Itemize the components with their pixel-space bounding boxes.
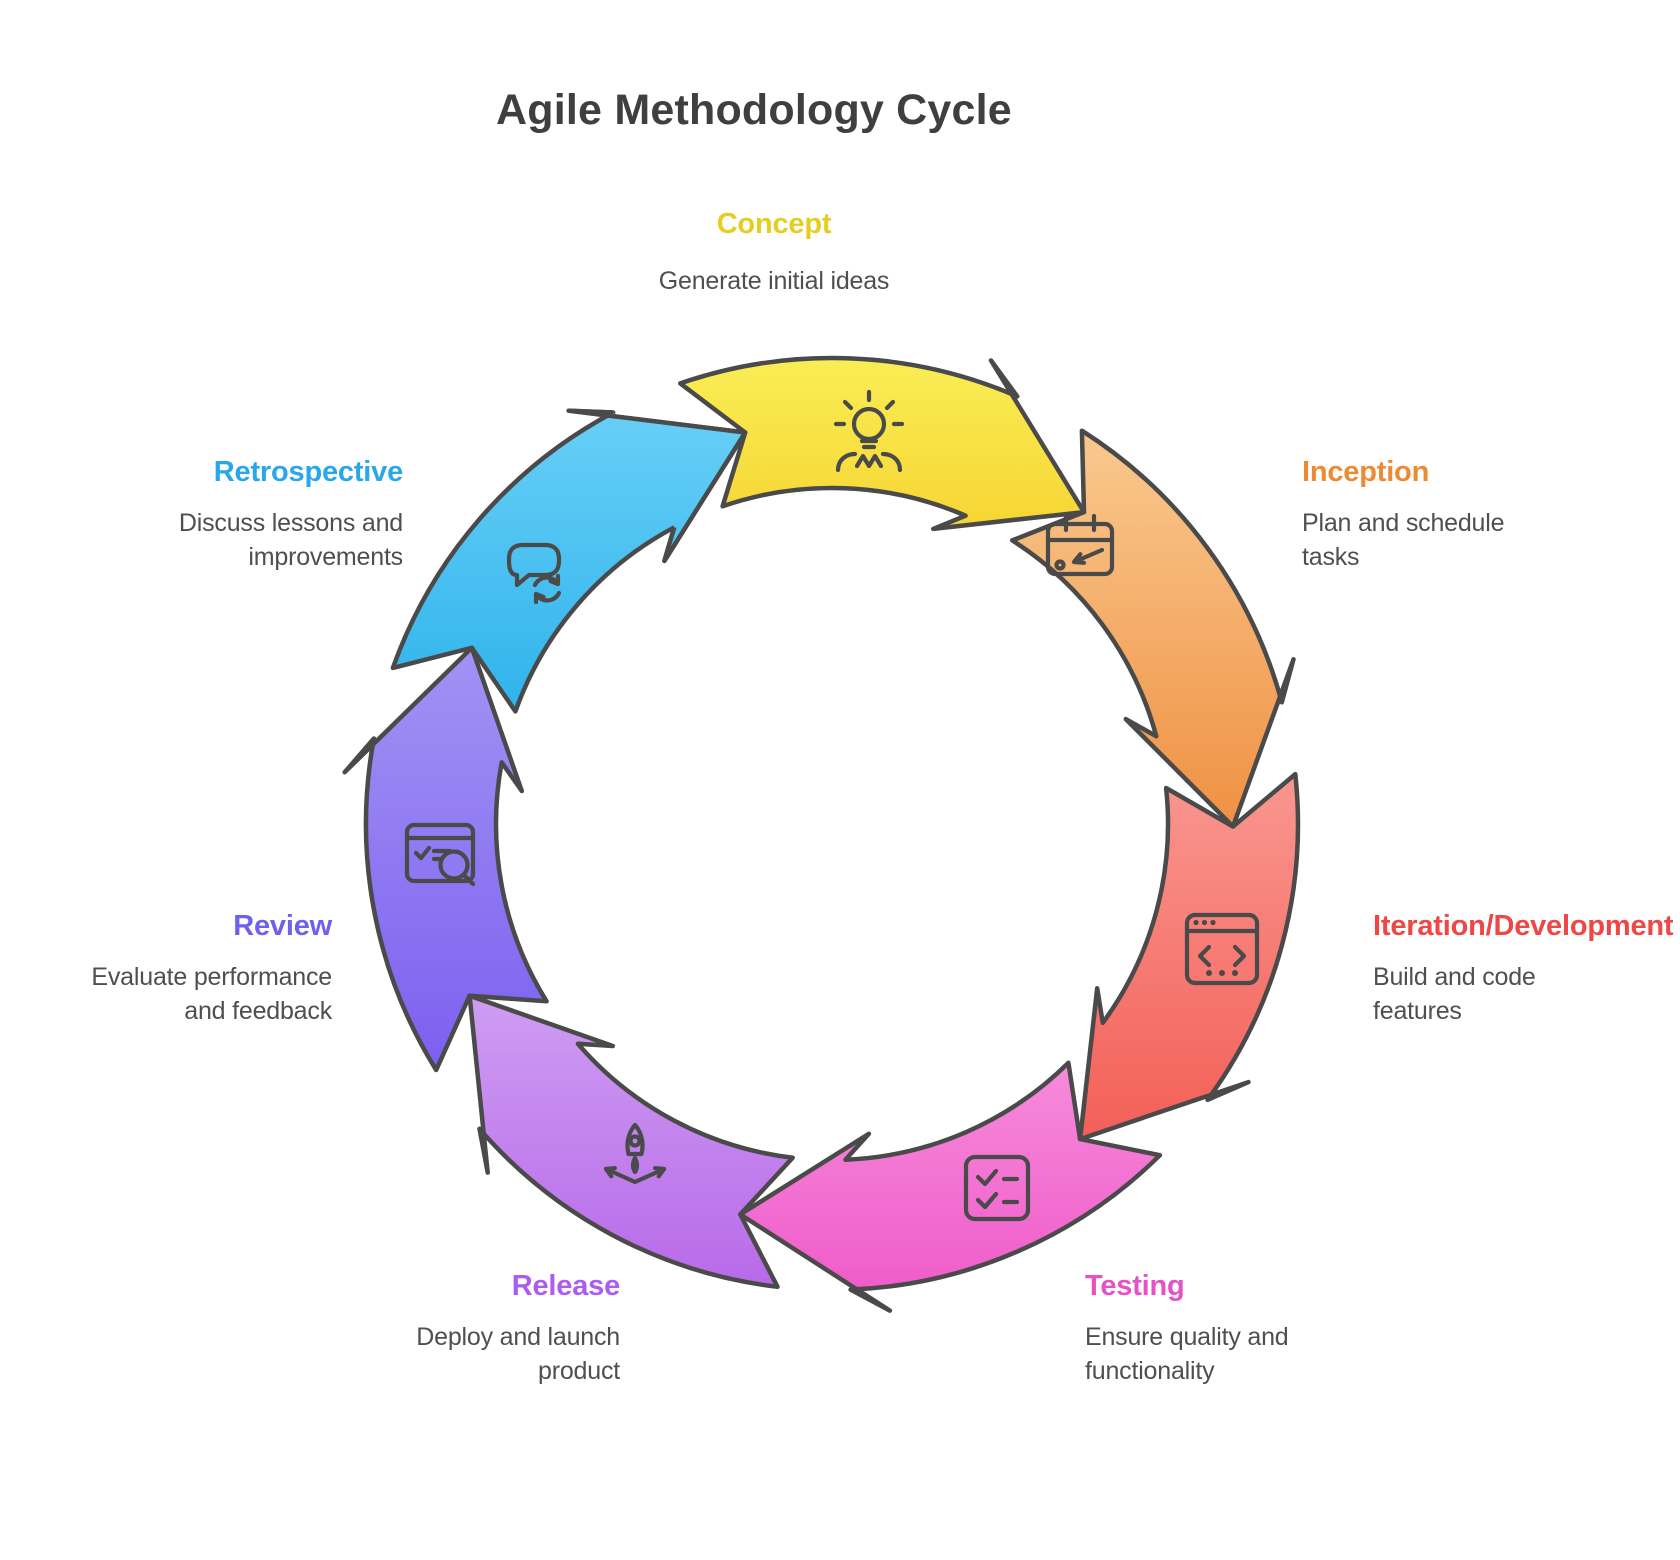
retrospective-arrowhead-overlay	[568, 410, 746, 561]
stage-label: Release	[511, 1270, 620, 1302]
stage-block-iteration-development: Iteration/Development Build and code fea…	[1373, 910, 1680, 1028]
stage-label: Iteration/Development	[1373, 910, 1674, 942]
stage-block-testing: Testing Ensure quality and functionality	[1085, 1270, 1395, 1388]
description-line: Evaluate performance	[91, 963, 332, 991]
stage-description: Deploy and launch product	[310, 1321, 620, 1388]
checklist-icon	[963, 1154, 1031, 1222]
description-line: product	[538, 1356, 620, 1385]
stage-block-inception: Inception Plan and schedule tasks	[1302, 456, 1632, 574]
rocket-launch-icon	[603, 1122, 667, 1185]
stage-label: Inception	[1302, 456, 1430, 488]
stage-block-release: Release Deploy and launch product	[310, 1270, 620, 1388]
description-line: features	[1373, 996, 1462, 1025]
stage-label: Concept	[716, 208, 832, 240]
stage-label: Testing	[1085, 1270, 1185, 1302]
stage-arrow-concept	[678, 355, 1087, 532]
description-line: Generate initial ideas	[658, 267, 890, 295]
diagram-title: Agile Methodology Cycle	[496, 86, 1012, 134]
stage-block-retrospective: Retrospective Discuss lessons and improv…	[73, 456, 403, 574]
retrospective-arrowhead-outline	[566, 408, 748, 564]
code-window-icon	[1184, 912, 1260, 986]
stage-arrow-inception	[1009, 428, 1296, 829]
description-line: Discuss lessons and	[178, 509, 403, 537]
stage-description: Discuss lessons and improvements	[73, 507, 403, 574]
description-line: Deploy and launch	[416, 1323, 620, 1351]
description-line: tasks	[1302, 542, 1360, 571]
idea-lightbulb-icon	[833, 389, 905, 473]
calendar-schedule-icon	[1045, 513, 1115, 577]
description-line: improvements	[248, 542, 403, 571]
description-line: Ensure quality and	[1085, 1323, 1289, 1351]
description-line: and feedback	[184, 996, 332, 1025]
stage-description: Evaluate performance and feedback	[22, 961, 332, 1028]
chat-refresh-icon	[506, 542, 562, 605]
stage-description: Generate initial ideas	[574, 265, 974, 299]
stage-arrow-testing	[738, 1060, 1163, 1313]
stage-description: Ensure quality and functionality	[1085, 1321, 1395, 1388]
stage-block-review: Review Evaluate performance and feedback	[22, 910, 332, 1028]
review-search-icon	[404, 822, 476, 887]
stage-block-concept: Concept Generate initial ideas	[574, 208, 974, 299]
stage-description: Plan and schedule tasks	[1302, 507, 1632, 574]
description-line: Plan and schedule	[1302, 509, 1505, 537]
stage-description: Build and code features	[1373, 961, 1680, 1028]
stage-label: Review	[233, 910, 332, 942]
description-line: Build and code	[1373, 963, 1536, 991]
stage-label: Retrospective	[213, 456, 403, 488]
description-line: functionality	[1085, 1356, 1215, 1385]
